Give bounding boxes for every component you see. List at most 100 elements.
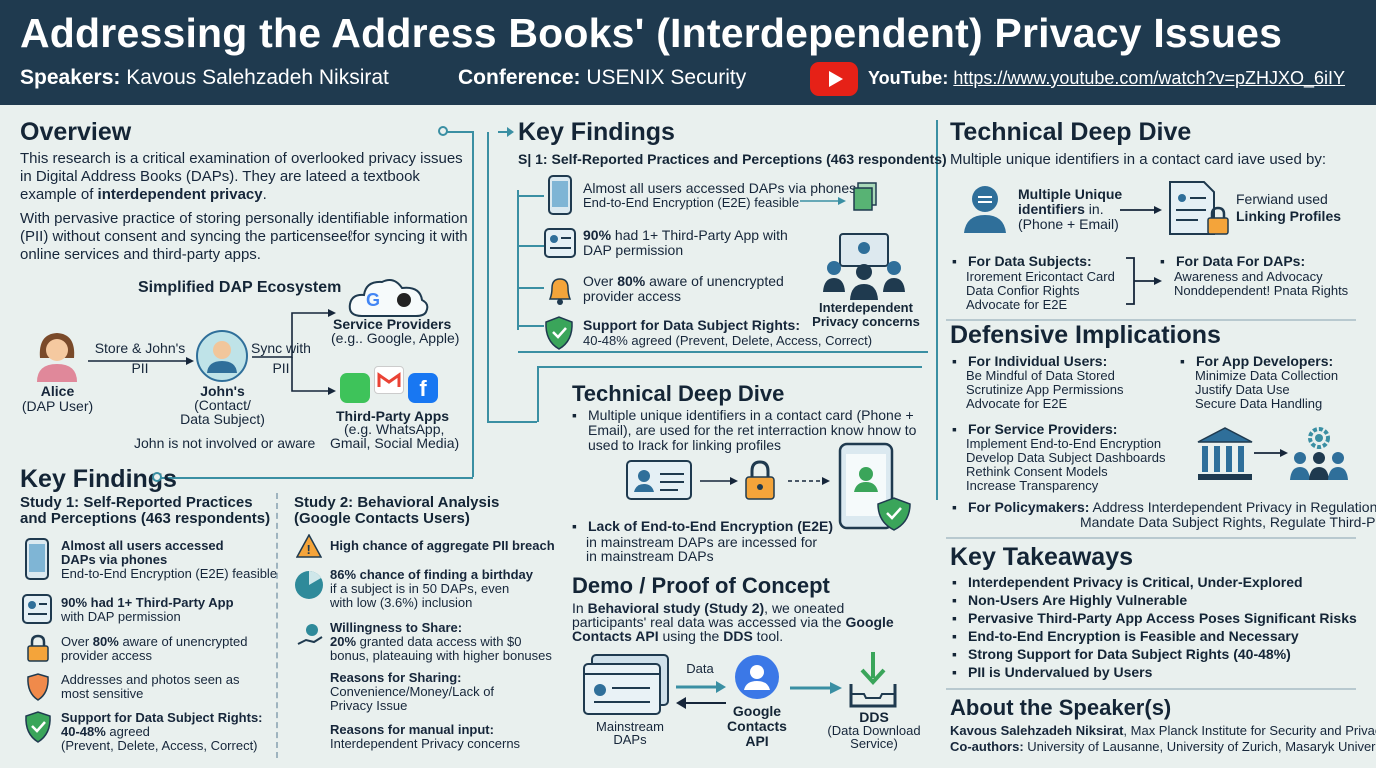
section-divider xyxy=(946,537,1356,539)
arrow-right-icon xyxy=(800,197,846,205)
contact-card-icon xyxy=(544,228,576,258)
demo-title: Demo / Proof of Concept xyxy=(572,573,830,598)
mui-emphasis: identifiers xyxy=(1018,201,1085,217)
defensive-title: Defensive Implications xyxy=(950,321,1221,349)
alice-avatar-icon xyxy=(37,333,77,382)
section-divider xyxy=(946,688,1356,690)
john-avatar-icon xyxy=(196,330,248,382)
mid-item-3-line: Over 80% aware of unencrypted xyxy=(583,274,784,288)
interdependent-label-1: Interdependent xyxy=(819,300,913,315)
lock-icon xyxy=(745,460,775,500)
mid-item-4-a: Support for Data Subject Rights: xyxy=(583,317,800,333)
s1-item-1-b: DAPs via phones xyxy=(61,552,168,567)
column-divider xyxy=(936,120,938,500)
takeaway-6: PII is Undervalued by Users xyxy=(952,663,1362,681)
mui-in: in. xyxy=(1084,201,1104,217)
mui-line-2: identifiers in. xyxy=(1018,202,1104,216)
s1-item-3-d: provider access xyxy=(61,648,153,663)
demo-text-f: DDS xyxy=(723,628,753,644)
takeaway-5: Strong Support for Data Subject Rights (… xyxy=(952,645,1362,663)
s1-item-2-a: 90% had 1+ Third-Party App xyxy=(61,595,234,610)
conference-label: Conference: xyxy=(458,66,581,89)
s1-item-3-b: 80% xyxy=(92,634,119,649)
overview-title: Overview xyxy=(20,118,132,146)
study2-title-2: (Google Contacts Users) xyxy=(294,510,470,527)
youtube-link[interactable]: https://www.youtube.com/watch?v=pZHJXO_6… xyxy=(953,68,1346,88)
speaker-name: Kavous Salehzadeh Niksirat xyxy=(950,723,1124,738)
daps-title: For Data For DAPs: xyxy=(1160,254,1360,270)
mainstream-label-1: Mainstream xyxy=(596,719,664,734)
mid-item-1-a: Almost all users accessed DAPs via phone… xyxy=(583,180,857,196)
s1-item-3-line-1: Over 80% aware of unencrypted xyxy=(61,635,247,649)
tech-right-intro: Multiple unique identifiers in a contact… xyxy=(950,151,1327,168)
daps-line-1: Awareness and Advocacy xyxy=(1174,269,1323,284)
cloud-icon: G xyxy=(348,279,429,317)
phone-icon xyxy=(25,538,49,580)
connector-dot xyxy=(438,126,448,136)
page-title: Addressing the Address Books' (Interdepe… xyxy=(20,10,1283,56)
s2-item-4-b: Convenience/Money/Lack of xyxy=(330,684,495,699)
coauthors-line: Co-authors: University of Lausanne, Univ… xyxy=(950,740,1376,754)
phone-profile-icon xyxy=(838,442,911,531)
individual-list: For Individual Users: xyxy=(952,354,1152,370)
mid-item-2-c: DAP permission xyxy=(583,242,684,258)
tech-mid-bullets-2: Lack of End-to-End Encryption (E2E) xyxy=(572,519,842,535)
google-contacts-label-3: API xyxy=(745,733,769,749)
warning-shield-icon xyxy=(27,673,49,701)
hand-share-icon xyxy=(297,624,323,645)
tech-mid-bullet-1: Multiple unique identifiers in a contact… xyxy=(572,408,917,453)
overview-text: . xyxy=(262,186,267,203)
data-label: Data xyxy=(686,661,714,676)
svg-text:G: G xyxy=(366,290,380,310)
tech-mid-bullets: Multiple unique identifiers in a contact… xyxy=(572,408,917,453)
overview-paragraph-2: With pervasive practice of storing perso… xyxy=(20,210,468,263)
coauthors-label: Co-authors: xyxy=(950,739,1024,754)
google-contacts-label-2: Contacts xyxy=(727,718,787,734)
contact-card-icon xyxy=(22,594,52,624)
s1-item-5-line: 40-48% agreed xyxy=(61,725,150,739)
s2-item-3-b: 20% xyxy=(330,634,357,649)
ecosystem-note: John is not involved or aware xyxy=(134,435,316,451)
takeaways-title: Key Takeaways xyxy=(950,543,1133,571)
service-providers-list: For Service Providers: xyxy=(952,422,1172,438)
mid-item-3-c: aware of unencrypted xyxy=(645,273,784,289)
youtube-icon[interactable] xyxy=(810,62,858,96)
bidirectional-arrows-icon xyxy=(676,681,726,709)
demo-text-e: using the xyxy=(658,628,724,644)
dds-label-1: DDS xyxy=(859,709,889,725)
s2-item-1-a: High chance of aggregate PII breach xyxy=(330,538,555,553)
demo-text-g: tool. xyxy=(752,628,784,644)
mid-item-1-b: End-to-End Encryption (E2E) feasible xyxy=(583,195,800,210)
connector-line xyxy=(537,366,922,368)
developers-line-3: Secure Data Handling xyxy=(1195,396,1323,411)
dds-label-3: Service) xyxy=(850,736,898,751)
overview-paragraph-1: This research is a critical examination … xyxy=(20,150,470,204)
s1-item-1-c: End-to-End Encryption (E2E) feasible xyxy=(61,566,278,581)
coauthors-value: University of Lausanne, University of Zu… xyxy=(1023,739,1376,754)
s1-item-1-a: Almost all users accessed xyxy=(61,538,224,553)
mid-item-2-line: 90% had 1+ Third-Party App with xyxy=(583,228,788,242)
study-divider xyxy=(276,493,278,758)
mid-item-3-d: provider access xyxy=(583,288,682,304)
store-label: Store & John's xyxy=(94,340,186,356)
s1-item-4-a: Addresses and photos seen as xyxy=(61,672,240,687)
shield-check-icon xyxy=(545,316,573,350)
demo-text-a: In xyxy=(572,600,588,616)
s2-item-5-a: Reasons for manual input: xyxy=(330,722,494,737)
mui-line-1: Multiple Unique xyxy=(1018,186,1123,202)
team-gear-icon xyxy=(1290,427,1348,480)
key-findings-mid-title: Key Findings xyxy=(518,118,675,146)
speaker-line: Kavous Salehzadeh Niksirat, Max Planck I… xyxy=(950,724,1376,738)
google-contacts-icon xyxy=(735,655,779,699)
demo-text-b: Behavioral study (Study 2) xyxy=(587,600,765,616)
s1-item-3-c: aware of unencrypted xyxy=(118,634,248,649)
sync-pii: PII xyxy=(272,360,290,376)
providers-line-4: Increase Transparency xyxy=(966,478,1099,493)
study1-title-2: and Perceptions (463 respondents) xyxy=(20,510,271,527)
dds-label-2: (Data Download xyxy=(827,723,921,738)
header: Addressing the Address Books' (Interdepe… xyxy=(0,0,1376,105)
developers-list: For App Developers: xyxy=(1180,354,1360,370)
warning-icon: ! xyxy=(296,534,322,558)
daps-list: For Data For DAPs: xyxy=(1160,254,1360,270)
video-meeting-icon xyxy=(823,233,905,300)
